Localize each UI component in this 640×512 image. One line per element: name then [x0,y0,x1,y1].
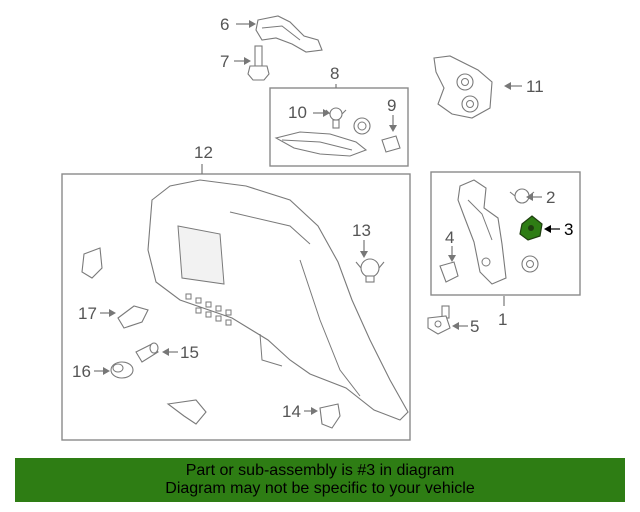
callout-12: 12 [194,143,213,162]
callout-13: 13 [352,221,371,240]
part-12-vent-grille [185,293,232,326]
group-box-1 [430,171,581,296]
part-9-clip [381,135,401,153]
part-1-bracket [457,179,507,285]
callout-15: 15 [180,343,199,362]
callout-4: 4 [445,228,454,247]
callout-3: 3 [564,220,573,239]
part-10-clip [325,107,347,129]
part-1-fastener [521,255,539,273]
callout-2: 2 [546,188,555,207]
parts-diagram: 6 7 8 10 9 11 12 [61,15,581,441]
part-3-nut-highlighted [519,215,543,241]
callout-16: 16 [72,362,91,381]
banner-line-1: Part or sub-assembly is #3 in diagram [185,462,455,479]
part-8-trim-strip [274,131,368,157]
part-14-clip [319,403,341,429]
part-11-bracket [433,55,493,119]
banner-line-2: Diagram may not be specific to your vehi… [165,480,475,497]
callout-10: 10 [288,103,307,122]
callout-8: 8 [330,64,339,83]
group-box-12 [61,173,411,441]
callout-9: 9 [387,96,396,115]
part-16-cap [110,361,134,379]
callout-7: 7 [220,52,229,71]
callout-17: 17 [78,304,97,323]
part-5-bolt [427,305,451,335]
part-6-bracket [255,15,323,53]
part-12-retainer [166,399,207,425]
callout-11: 11 [526,77,544,96]
part-12-clip [81,247,103,279]
group-box-8 [269,87,409,167]
part-12-quarter-trim-panel [147,179,409,421]
callout-5: 5 [470,317,479,336]
part-15-plug [135,342,159,363]
callout-14: 14 [282,402,301,421]
part-17-cover [117,305,149,329]
part-4-clip [439,261,459,283]
callout-1: 1 [498,310,507,329]
part-7-bolt [247,45,270,81]
part-13-clip [355,258,385,283]
callout-6: 6 [220,15,229,34]
part-8-grommet [353,117,371,135]
info-banner: Part or sub-assembly is #3 in diagram Di… [15,458,625,502]
